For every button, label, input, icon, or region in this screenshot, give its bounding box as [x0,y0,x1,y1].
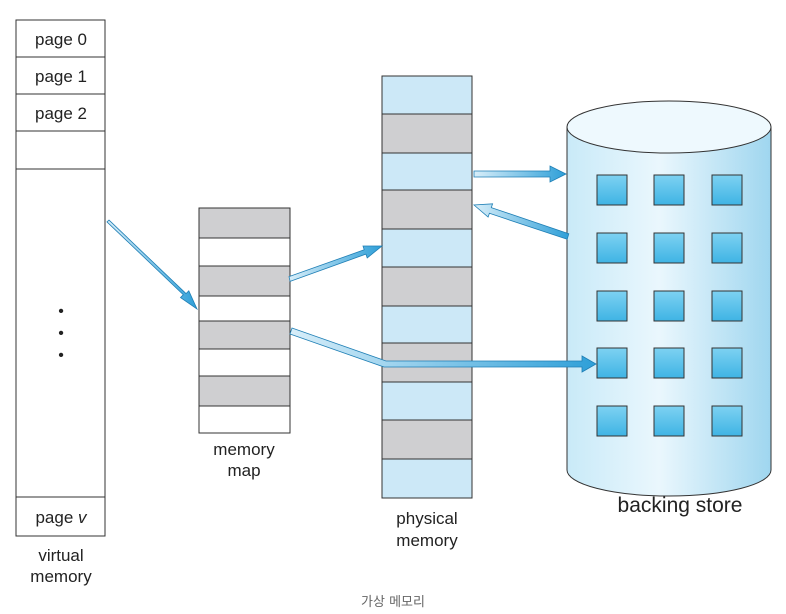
storage-block [711,232,743,264]
physical-frame-occupied [381,189,473,230]
virtual-memory: page 0 page 1 page 2 • • • page v virtua… [15,19,106,586]
memory-map: memory map [198,207,291,480]
memory-map-entry [198,320,291,350]
storage-block [653,290,685,322]
backing-store-to-physical-arrow [472,203,570,240]
ellipsis-dot: • [58,303,64,320]
storage-block [711,347,743,379]
storage-block [596,232,628,264]
physical-to-backing-store-arrow [473,165,567,183]
backing-store-label: backing store [618,494,743,517]
storage-block [596,405,628,437]
memory-map-label-line1: memory [213,440,275,459]
storage-block [711,405,743,437]
storage-block [653,174,685,206]
physical-frame-occupied [381,419,473,460]
storage-block [711,290,743,322]
storage-block [653,405,685,437]
storage-block [711,174,743,206]
storage-block [653,232,685,264]
backing-store: backing store [566,100,772,517]
physical-memory-label-line1: physical [396,509,457,528]
page-2-label: page 2 [35,104,87,123]
map-to-backing-store-arrow [289,327,597,373]
physical-frame-occupied [381,113,473,154]
physical-frame-occupied [381,266,473,307]
storage-block [653,347,685,379]
page-v-variable: v [78,508,88,527]
virtual-memory-label-line1: virtual [38,546,83,565]
storage-block [596,290,628,322]
backing-store-blocks [596,174,743,437]
ellipsis-dot: • [58,347,64,364]
mapping-arrows [106,165,597,373]
ellipsis-dot: • [58,325,64,342]
memory-map-entry [198,265,291,297]
physical-memory: physical memory [381,75,473,550]
storage-block [596,174,628,206]
physical-memory-label-line2: memory [396,531,458,550]
storage-block [596,347,628,379]
page-v-prefix: page [35,508,78,527]
page-0-label: page 0 [35,30,87,49]
virtual-memory-label-line2: memory [30,567,92,586]
virtual-to-map-arrow [106,219,198,311]
page-v-label: page v [35,508,88,527]
memory-map-entry [198,375,291,407]
map-to-physical-arrow [288,245,384,282]
backing-store-cylinder-top [566,100,772,154]
page-1-label: page 1 [35,67,87,86]
memory-map-entry [198,207,291,239]
memory-map-label-line2: map [227,461,260,480]
figure-caption: 가상 메모리 [361,595,425,610]
virtual-memory-frame [15,19,106,537]
